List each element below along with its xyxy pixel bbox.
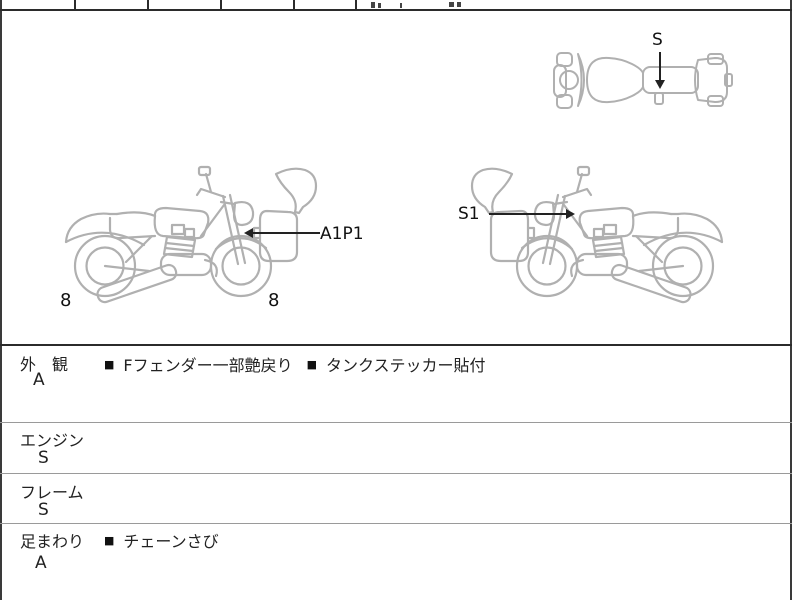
inspection-row-exterior: 外 観 A ■ Fフェンダー一部艶戻り ■ タンクステッカー貼付	[0, 346, 792, 422]
right-bike-marker-label: S1	[458, 204, 480, 224]
grade-value: S	[38, 500, 49, 520]
grade-value: S	[38, 448, 49, 468]
header-cell-divider	[355, 0, 357, 9]
rear-tire-value: 8	[60, 290, 72, 311]
bullet-icon: ■	[104, 357, 115, 371]
header-bottom-border	[0, 9, 792, 11]
arrow-right-icon	[566, 209, 575, 219]
notes: ■ Fフェンダー一部艶戻り ■ タンクステッカー貼付	[104, 352, 486, 376]
note-item: ■ チェーンさび	[104, 528, 219, 552]
table-right-border	[790, 0, 792, 600]
category-label: フレーム	[20, 483, 84, 502]
notes: ■ チェーンさび	[104, 528, 219, 552]
left-bike-marker-label: A1P1	[320, 224, 364, 244]
arrow-down-icon	[655, 80, 665, 89]
header-cell-divider	[74, 0, 76, 9]
category-label: エンジン	[20, 431, 85, 450]
category-label: 外 観	[20, 355, 69, 374]
inspection-row-undercarriage: 足まわり A ■ チェーンさび	[0, 523, 792, 600]
grade-value: A	[33, 370, 45, 390]
note-item: ■ タンクステッカー貼付	[307, 352, 486, 376]
section-divider	[0, 344, 792, 346]
row-divider	[0, 523, 792, 524]
row-divider	[0, 422, 792, 423]
arrow-left-icon	[244, 228, 253, 238]
row-divider	[0, 473, 792, 474]
note-text: タンクステッカー貼付	[326, 356, 486, 375]
header-cell-divider	[147, 0, 149, 9]
inspection-row-frame: フレーム S	[0, 473, 792, 523]
note-text: チェーンさび	[123, 532, 219, 551]
clipped-text-fragment	[457, 2, 461, 7]
note-text: Fフェンダー一部艶戻り	[123, 356, 293, 375]
grade-value: A	[35, 553, 47, 573]
bullet-icon: ■	[306, 357, 318, 371]
inspection-row-engine: エンジン S	[0, 422, 792, 473]
header-cell-divider	[220, 0, 222, 9]
right-bike-marker-line	[489, 213, 566, 215]
left-bike-marker-line	[253, 232, 320, 234]
front-tire-value: 8	[268, 290, 280, 311]
clipped-text-fragment	[449, 2, 454, 7]
motorcycle-side-right	[470, 165, 724, 306]
clipped-text-fragment	[378, 3, 381, 8]
top-view-marker-label: S	[652, 30, 663, 50]
bullet-icon: ■	[104, 533, 115, 547]
table-left-border	[0, 0, 2, 600]
motorcycle-side-left	[64, 165, 318, 306]
header-cell-divider	[293, 0, 295, 9]
category-label: 足まわり	[20, 532, 85, 551]
clipped-text-fragment	[400, 3, 402, 8]
motorcycle-top-view	[553, 52, 733, 109]
note-item: ■ Fフェンダー一部艶戻り	[104, 352, 293, 376]
top-view-marker-line	[659, 52, 661, 80]
clipped-text-fragment	[371, 2, 375, 8]
